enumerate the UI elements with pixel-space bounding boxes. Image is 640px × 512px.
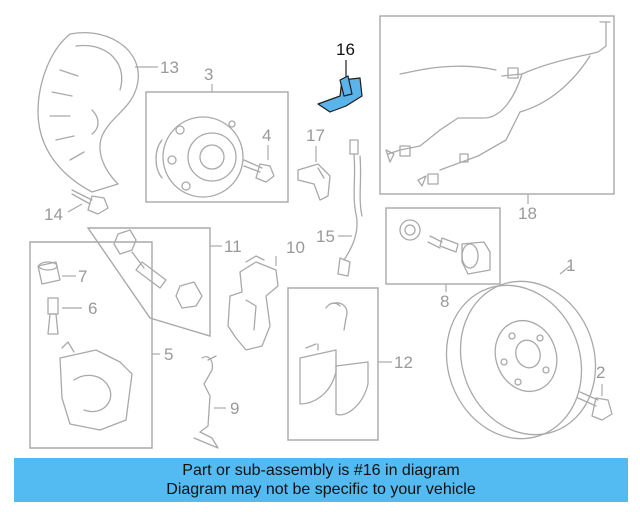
part-9-spring-clip xyxy=(193,355,219,449)
part-2-wheel-bolt xyxy=(577,391,613,421)
part-18-wire-harness xyxy=(385,21,611,187)
part-12-brake-pads xyxy=(299,302,369,416)
callout-6[interactable]: 6 xyxy=(88,299,97,318)
part-14-bolt xyxy=(71,189,109,215)
part-11-guide-pin-kit xyxy=(113,229,203,309)
part-10-caliper-bracket xyxy=(227,255,279,351)
callout-10[interactable]: 10 xyxy=(286,238,305,257)
callout-18[interactable]: 18 xyxy=(518,204,537,223)
leader-1 xyxy=(559,265,571,275)
group-box-18 xyxy=(379,15,615,195)
callout-5[interactable]: 5 xyxy=(164,345,173,364)
callout-1[interactable]: 1 xyxy=(566,256,575,275)
callout-13[interactable]: 13 xyxy=(160,58,179,77)
group-box-8 xyxy=(385,207,501,285)
part-5-caliper xyxy=(59,341,133,431)
part-7-cap xyxy=(37,261,61,285)
group-box-5 xyxy=(29,241,153,449)
parts-diagram: 13 3 4 14 16 17 xyxy=(29,15,615,449)
group-box-3 xyxy=(145,91,289,203)
callout-11[interactable]: 11 xyxy=(224,237,242,256)
part-13-dust-shield xyxy=(37,32,139,193)
banner-line-2: Diagram may not be specific to your vehi… xyxy=(166,481,476,498)
callout-3[interactable]: 3 xyxy=(204,65,213,84)
banner-line-1: Part or sub-assembly is #16 in diagram xyxy=(182,462,460,479)
group-box-11 xyxy=(86,227,211,337)
callout-4[interactable]: 4 xyxy=(262,126,271,145)
callout-9[interactable]: 9 xyxy=(230,399,239,418)
callout-7[interactable]: 7 xyxy=(78,267,87,286)
part-15-brake-hose xyxy=(337,139,363,277)
part-6-bleeder xyxy=(47,297,59,335)
callout-16[interactable]: 16 xyxy=(336,40,355,59)
part-16-bracket[interactable] xyxy=(317,75,363,113)
part-17-sensor xyxy=(297,163,331,201)
callout-15[interactable]: 15 xyxy=(316,227,335,246)
callout-2[interactable]: 2 xyxy=(596,363,605,382)
leader-14 xyxy=(67,203,83,213)
info-banner: Part or sub-assembly is #16 in diagram D… xyxy=(14,458,628,502)
callout-17[interactable]: 17 xyxy=(306,126,325,145)
part-8-bushing-kit xyxy=(399,219,491,275)
group-box-12 xyxy=(287,287,379,441)
part-4-hub-bolt xyxy=(243,159,275,183)
callout-8[interactable]: 8 xyxy=(440,292,449,311)
callout-12[interactable]: 12 xyxy=(394,353,413,372)
part-1-brake-rotor xyxy=(445,280,597,440)
part-3-wheel-hub xyxy=(155,116,244,198)
callout-14[interactable]: 14 xyxy=(44,205,63,224)
